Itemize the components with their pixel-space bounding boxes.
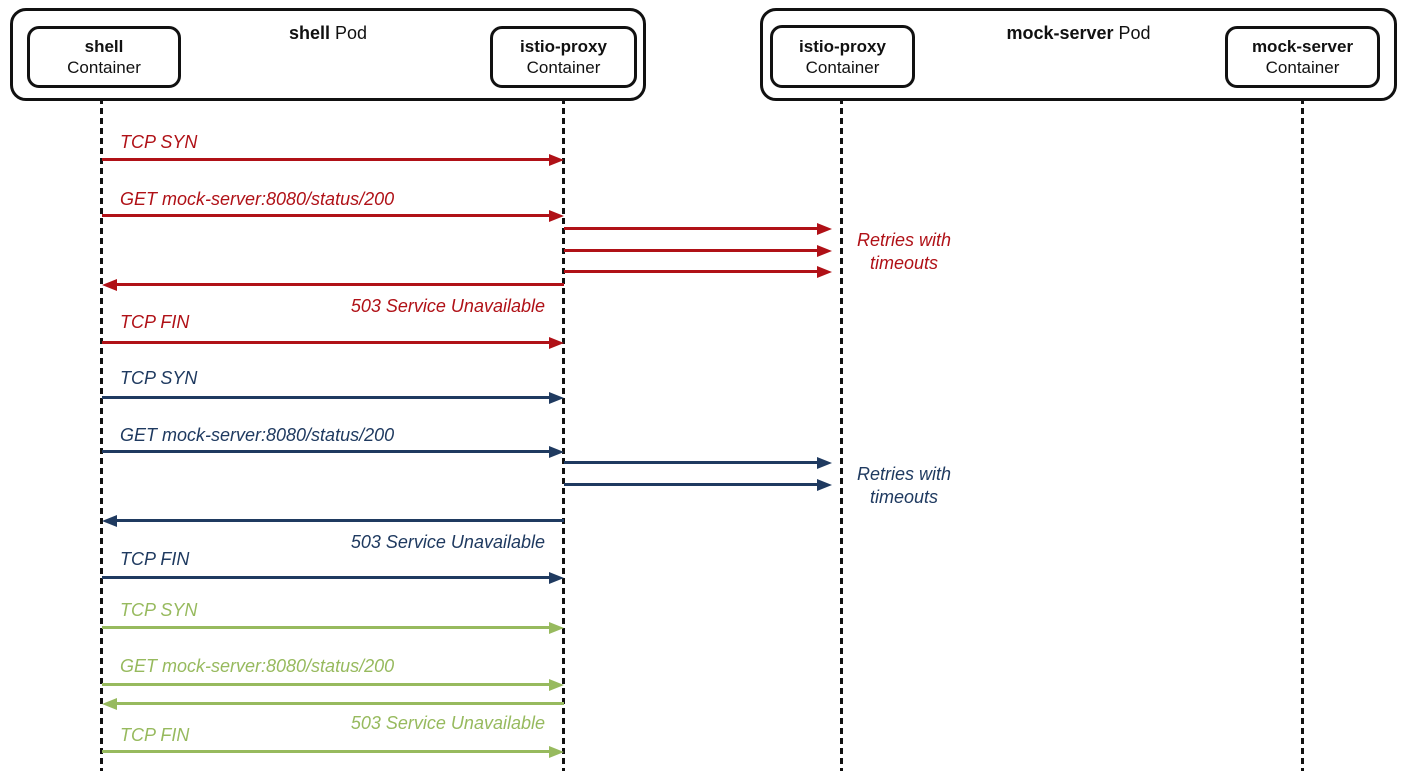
label-red-tcp-fin: TCP FIN: [120, 312, 190, 332]
lifeline-istio-proxy-mock-server-pod: [840, 88, 843, 771]
label-red-response: 503 Service Unavailable: [350, 296, 545, 316]
arrow-green-response: [102, 697, 564, 710]
arrowhead-icon: [817, 478, 832, 491]
arrow-blue-get: [102, 445, 564, 458]
arrow-red-retry-2: [564, 244, 832, 257]
label-blue-tcp-fin: TCP FIN: [120, 549, 190, 569]
arrow-blue-retry-1: [564, 456, 832, 469]
arrow-red-retry-3: [564, 265, 832, 278]
arrowhead-icon: [549, 209, 564, 222]
pod-shell-suffix: Pod: [335, 23, 368, 43]
container-istio-proxy-mock-server-pod: istio-proxy Container: [770, 25, 915, 88]
arrow-green-tcp-fin: [102, 745, 564, 758]
arrow-green-get: [102, 678, 564, 691]
pod-mock-server-title: mock-server Pod: [760, 23, 1397, 44]
arrow-blue-retry-2: [564, 478, 832, 491]
label-red-tcp-syn: TCP SYN: [120, 132, 198, 152]
container-istio-proxy-shell-pod-name: istio-proxy: [520, 37, 607, 56]
label-red-retries-line1: Retries with: [856, 230, 952, 250]
arrowhead-icon: [549, 445, 564, 458]
arrowhead-icon: [549, 336, 564, 349]
arrowhead-icon: [102, 514, 117, 527]
arrow-blue-tcp-fin: [102, 571, 564, 584]
label-blue-retries-line2: timeouts: [869, 487, 939, 507]
container-istio-proxy-mock-server-pod-type: Container: [805, 57, 880, 77]
arrowhead-icon: [817, 265, 832, 278]
label-blue-retries: Retries with timeouts: [845, 463, 963, 509]
lifeline-mock-server: [1301, 88, 1304, 771]
label-green-response: 503 Service Unavailable: [350, 713, 545, 733]
container-mock-server-type: Container: [1265, 58, 1340, 77]
label-red-retries-line2: timeouts: [869, 253, 939, 273]
arrow-red-tcp-syn: [102, 153, 564, 166]
label-blue-response: 503 Service Unavailable: [350, 532, 545, 552]
container-shell-name: shell: [84, 37, 124, 56]
pod-shell-title: shell Pod: [10, 23, 646, 44]
arrow-red-response: [102, 278, 564, 291]
label-green-get: GET mock-server:8080/status/200: [120, 656, 395, 676]
arrow-red-tcp-fin: [102, 336, 564, 349]
arrowhead-icon: [549, 745, 564, 758]
label-blue-get: GET mock-server:8080/status/200: [120, 425, 395, 445]
arrowhead-icon: [817, 244, 832, 257]
arrow-blue-tcp-syn: [102, 391, 564, 404]
arrowhead-icon: [102, 278, 117, 291]
label-green-tcp-fin: TCP FIN: [120, 725, 190, 745]
label-blue-retries-line1: Retries with: [856, 464, 952, 484]
container-mock-server: mock-server Container: [1225, 26, 1380, 88]
container-mock-server-name: mock-server: [1251, 37, 1354, 56]
lifeline-shell: [100, 88, 103, 771]
pod-mock-server-name: mock-server: [1006, 23, 1114, 43]
container-shell-type: Container: [67, 58, 141, 77]
arrowhead-icon: [817, 222, 832, 235]
container-istio-proxy-shell-pod: istio-proxy Container: [490, 26, 637, 88]
container-istio-proxy-shell-pod-type: Container: [526, 58, 601, 77]
arrowhead-icon: [817, 456, 832, 469]
arrowhead-icon: [549, 621, 564, 634]
arrowhead-icon: [102, 697, 117, 710]
arrowhead-icon: [549, 571, 564, 584]
label-red-retries: Retries with timeouts: [845, 229, 963, 275]
label-green-tcp-syn: TCP SYN: [120, 600, 198, 620]
lifeline-istio-proxy-shell-pod: [562, 88, 565, 771]
arrowhead-icon: [549, 153, 564, 166]
arrowhead-icon: [549, 391, 564, 404]
label-red-get: GET mock-server:8080/status/200: [120, 189, 395, 209]
container-shell: shell Container: [27, 26, 181, 88]
container-istio-proxy-mock-server-pod-name: istio-proxy: [799, 36, 886, 56]
pod-shell-name: shell: [288, 23, 330, 43]
arrow-blue-response: [102, 514, 564, 527]
pod-mock-server-suffix: Pod: [1118, 23, 1151, 43]
arrowhead-icon: [549, 678, 564, 691]
label-blue-tcp-syn: TCP SYN: [120, 368, 198, 388]
arrow-green-tcp-syn: [102, 621, 564, 634]
arrow-red-get: [102, 209, 564, 222]
arrow-red-retry-1: [564, 222, 832, 235]
